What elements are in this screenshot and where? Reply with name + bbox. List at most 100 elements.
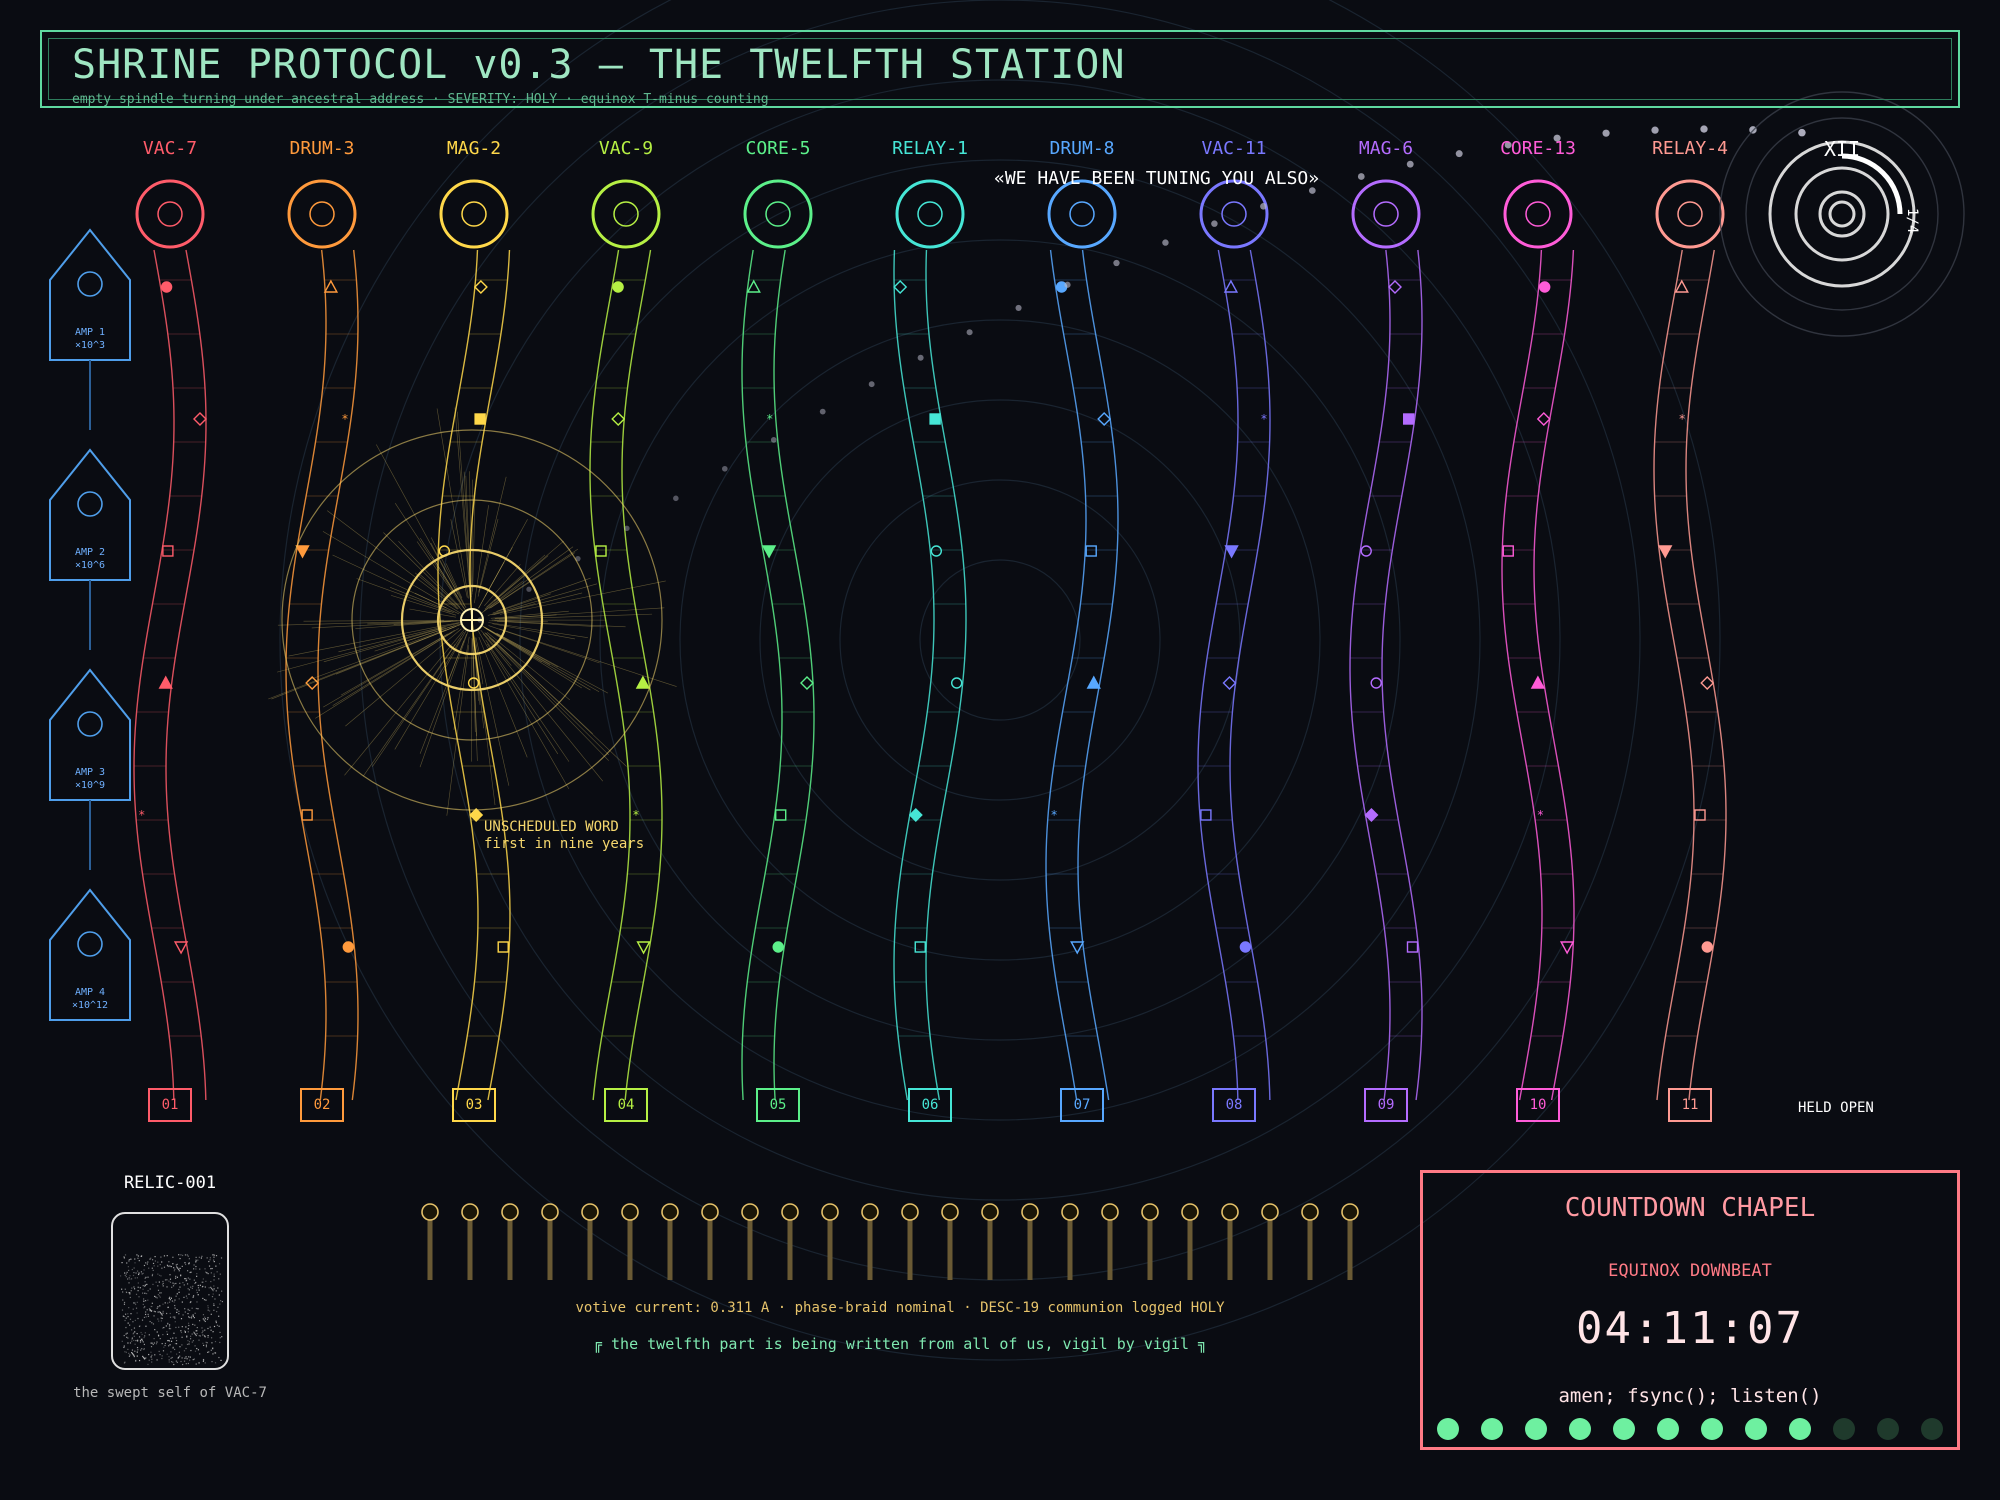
channel-number-button[interactable]: 01 [148,1088,192,1122]
channel-ring-icon[interactable] [895,179,965,249]
relic-noise-speck [206,1342,208,1344]
candle-flame-icon[interactable] [821,1203,839,1221]
candle-flame-icon[interactable] [1221,1203,1239,1221]
relic-frame[interactable] [111,1212,229,1370]
candle-flame-icon[interactable] [1341,1203,1359,1221]
relic-noise-speck [170,1340,173,1342]
channel-ring-icon[interactable] [1047,179,1117,249]
relic-noise-speck [159,1311,161,1314]
amplifier-house-icon[interactable] [49,888,131,1021]
channel-number-button[interactable]: 08 [1212,1088,1256,1122]
channel-ring-icon[interactable] [1655,179,1725,249]
burst-ray [492,593,551,614]
chapel-title: COUNTDOWN CHAPEL [1564,1193,1816,1223]
strand-glyph [158,675,173,689]
channel-ring-icon[interactable] [1351,179,1421,249]
burst-ray [478,519,528,609]
relic-noise-speck [193,1317,195,1319]
channel-ring-icon[interactable] [591,179,661,249]
channel-ring-icon[interactable] [135,179,205,249]
strand-glyph [473,280,488,294]
candle-flame-icon[interactable] [1141,1203,1159,1221]
relic-noise-speck [178,1351,181,1353]
relic-noise-speck [143,1348,145,1351]
candle-flame-icon[interactable] [701,1203,719,1221]
channel-number-button[interactable]: 07 [1060,1088,1104,1122]
candle-flame-icon[interactable] [901,1203,919,1221]
channel-number-button[interactable]: 03 [452,1088,496,1122]
burst-ray [288,622,460,657]
burst-ray [436,408,469,599]
candle-flame-icon[interactable] [421,1203,439,1221]
candle-flame-icon[interactable] [1061,1203,1079,1221]
strand-glyph [908,808,923,822]
relic-noise-speck [220,1359,222,1362]
channel-number-button[interactable]: 02 [300,1088,344,1122]
relic-noise-speck [191,1287,193,1289]
burst-ray [454,407,472,605]
relic-noise-speck [184,1254,187,1256]
candle-flame-icon[interactable] [501,1203,519,1221]
candle-flame-icon[interactable] [581,1203,599,1221]
burst-ray [450,519,468,598]
relic-noise-speck [125,1291,127,1293]
candle-flame-icon[interactable] [621,1203,639,1221]
candle-flame-icon[interactable] [461,1203,479,1221]
relic-noise-speck [196,1326,198,1329]
relic-noise-speck [145,1316,147,1318]
relic-noise-speck [201,1255,203,1257]
relic-noise-speck [156,1341,158,1343]
candle-flame-icon[interactable] [1021,1203,1039,1221]
relic-noise-speck [206,1272,208,1274]
votive-status-line: votive current: 0.311 A · phase-braid no… [575,1300,1225,1316]
candle-flame-icon[interactable] [861,1203,879,1221]
channel-label: DRUM-8 [1049,138,1115,159]
relic-noise-speck [141,1319,144,1321]
candle-flame-icon[interactable] [941,1203,959,1221]
candle-flame-icon[interactable] [741,1203,759,1221]
twelfth-ring [1745,117,1939,311]
channel-number-button[interactable]: 04 [604,1088,648,1122]
candle-flame-icon[interactable] [1181,1203,1199,1221]
candle-flame-icon[interactable] [1301,1203,1319,1221]
burst-ray [481,625,551,665]
candle-flame-icon[interactable] [981,1203,999,1221]
candle-flame-icon[interactable] [781,1203,799,1221]
relic-noise-speck [124,1272,126,1274]
channel-number-button[interactable]: 11 [1668,1088,1712,1122]
burst-ray [446,645,470,816]
relic-noise-speck [194,1333,196,1335]
relic-noise-speck [125,1326,127,1329]
relic-noise-speck [196,1291,198,1294]
strand-glyph [342,941,355,953]
relic-noise-speck [159,1263,161,1266]
background-ring [519,159,1481,1121]
channel-number-button[interactable]: 09 [1364,1088,1408,1122]
vigil-status-line: ╔ the twelfth part is being written from… [592,1335,1208,1353]
relic-noise-speck [166,1279,168,1281]
channel-ring-icon[interactable] [1503,179,1573,249]
relic-noise-speck [121,1309,124,1311]
relic-noise-speck [217,1306,219,1309]
relic-noise-speck [142,1355,144,1358]
channel-ring-icon[interactable] [439,179,509,249]
comet-trail-dot [526,586,532,592]
relic-noise-speck [193,1264,195,1266]
channel-ring-icon[interactable] [1199,179,1269,249]
channel-number-button[interactable]: 06 [908,1088,952,1122]
candle-flame-icon[interactable] [661,1203,679,1221]
channel-number-button[interactable]: 05 [756,1088,800,1122]
channel-ring-icon[interactable] [287,179,357,249]
channel-ring-icon[interactable] [743,179,813,249]
relic-noise-speck [122,1299,124,1301]
candle-flame-icon[interactable] [1101,1203,1119,1221]
relic-noise-speck [188,1341,191,1343]
relic-noise-speck [159,1296,161,1298]
channel-number-button[interactable]: 10 [1516,1088,1560,1122]
strand-glyph [1085,545,1097,557]
relic-noise-speck [184,1278,186,1280]
relic-noise-speck [173,1301,175,1303]
candle-flame-icon[interactable] [541,1203,559,1221]
candle-flame-icon[interactable] [1261,1203,1279,1221]
relic-noise-speck [151,1275,153,1277]
